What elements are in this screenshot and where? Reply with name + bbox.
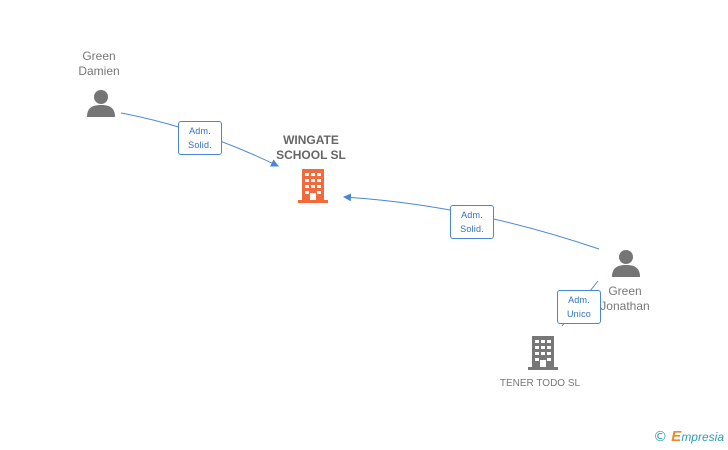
node-label-tener-todo: TENER TODO SL bbox=[499, 378, 581, 389]
role-badge-line: Solid. bbox=[460, 224, 484, 234]
node-label-green-jonathan: Green Jonathan bbox=[580, 284, 670, 314]
copyright-icon: © bbox=[653, 429, 668, 445]
person-icon[interactable] bbox=[611, 249, 641, 279]
building-icon[interactable] bbox=[527, 335, 559, 371]
person-icon[interactable] bbox=[86, 89, 116, 119]
role-badge-line: Adm. bbox=[189, 126, 211, 136]
role-badge-line: Solid. bbox=[188, 140, 212, 150]
node-label-line: WINGATE bbox=[283, 133, 339, 147]
node-label-line: Jonathan bbox=[600, 299, 650, 313]
node-label-line: Green bbox=[82, 49, 116, 63]
role-badge-line: Unico bbox=[566, 309, 591, 319]
node-label-line: Green bbox=[608, 284, 642, 298]
building-icon[interactable] bbox=[297, 168, 329, 204]
node-label-wingate-school: WINGATE SCHOOL SL bbox=[256, 133, 366, 163]
logo-text: mpresia bbox=[681, 430, 724, 444]
role-badge-line: Adm. bbox=[568, 295, 590, 305]
node-label-green-damien: Green Damien bbox=[54, 49, 144, 79]
role-badge[interactable]: Adm. Unico bbox=[557, 290, 601, 324]
role-badge-line: Adm. bbox=[461, 210, 483, 220]
logo-letter: E bbox=[671, 428, 682, 445]
role-badge[interactable]: Adm. Solid. bbox=[450, 205, 494, 239]
node-label-line: SCHOOL SL bbox=[276, 148, 346, 162]
empresia-watermark: © Empresia bbox=[653, 428, 724, 446]
role-badge[interactable]: Adm. Solid. bbox=[178, 121, 222, 155]
node-label-line: Damien bbox=[78, 64, 120, 78]
empresia-logo: Empresia bbox=[671, 428, 724, 446]
